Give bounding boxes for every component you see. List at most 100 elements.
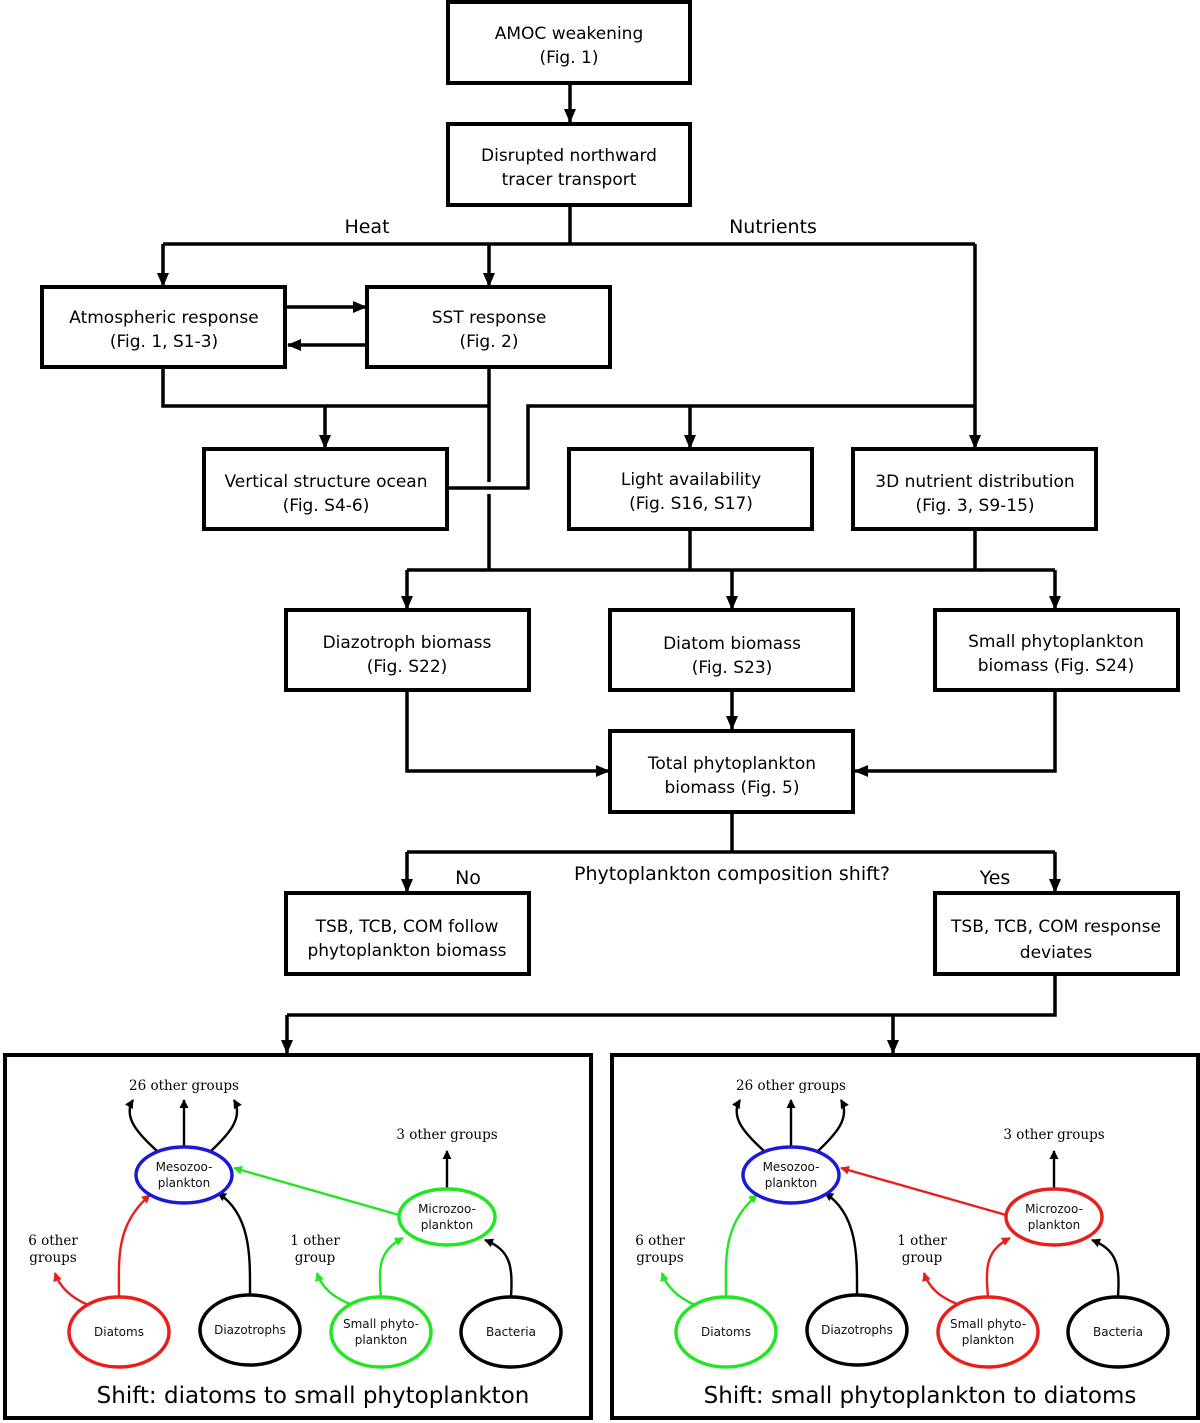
flow-diatoms-to-mesozoo bbox=[724, 1194, 758, 1298]
box-diatom-line1: Diatom biomass bbox=[663, 634, 801, 654]
node-smallphyto-label-line2: plankton bbox=[355, 1333, 408, 1347]
node-diazotrophs-label: Diazotrophs bbox=[214, 1323, 286, 1337]
node-bacteria-label: Bacteria bbox=[1093, 1325, 1143, 1339]
box-atmospheric: Atmospheric response (Fig. 1, S1-3) bbox=[40, 285, 287, 369]
node-bacteria-ellipse bbox=[459, 1295, 563, 1369]
panel-title: Shift: small phytoplankton to diatoms bbox=[704, 1383, 1137, 1409]
node-microzoo: Microzoo-plankton bbox=[397, 1187, 497, 1247]
label-diatoms-out-line1: 6 other bbox=[635, 1233, 685, 1249]
flow-smallphyto-to-microzoo bbox=[985, 1236, 1011, 1298]
node-mesozoo-ellipse bbox=[134, 1145, 234, 1205]
node-diazotrophs: Diazotrophs bbox=[198, 1293, 302, 1367]
label-mesozoo-out: 26 other groups bbox=[736, 1078, 846, 1094]
box-follow-line1: TSB, TCB, COM follow bbox=[315, 917, 499, 937]
box-smallphyto-line2: biomass (Fig. S24) bbox=[978, 656, 1135, 676]
label-microzoo-out: 3 other groups bbox=[396, 1127, 497, 1143]
node-microzoo-label-line2: plankton bbox=[421, 1218, 474, 1232]
label-smallphyto-out-line2: group bbox=[902, 1250, 943, 1266]
box-nutrient3d: 3D nutrient distribution (Fig. 3, S9-15) bbox=[851, 447, 1098, 531]
box-atmospheric-line2: (Fig. 1, S1-3) bbox=[110, 332, 218, 352]
node-bacteria: Bacteria bbox=[459, 1295, 563, 1369]
node-microzoo-label-line1: Microzoo- bbox=[1025, 1202, 1083, 1216]
box-nutrient3d-line1: 3D nutrient distribution bbox=[875, 472, 1074, 492]
node-diatoms-ellipse bbox=[67, 1295, 171, 1369]
box-deviates: TSB, TCB, COM response deviates bbox=[933, 891, 1180, 976]
node-mesozoo-label-line2: plankton bbox=[158, 1176, 211, 1190]
node-mesozoo: Mesozoo-plankton bbox=[134, 1145, 234, 1205]
node-mesozoo-label-line2: plankton bbox=[765, 1176, 818, 1190]
flow-smallphyto-out bbox=[922, 1272, 958, 1306]
box-follow-line2: phytoplankton biomass bbox=[307, 941, 506, 961]
box-amoc-line1: AMOC weakening bbox=[495, 24, 644, 44]
node-smallphyto-label-line1: Small phyto- bbox=[950, 1317, 1026, 1331]
node-mesozoo-ellipse bbox=[741, 1145, 841, 1205]
node-diazotrophs: Diazotrophs bbox=[805, 1293, 909, 1367]
flow-diatoms-to-mesozoo bbox=[117, 1194, 151, 1298]
box-diazotroph-line1: Diazotroph biomass bbox=[323, 633, 492, 653]
flow-diazotrophs-to-mesozoo bbox=[217, 1191, 252, 1296]
box-sst-line2: (Fig. 2) bbox=[460, 332, 519, 352]
node-smallphyto-ellipse bbox=[936, 1295, 1040, 1369]
node-bacteria-ellipse bbox=[1066, 1295, 1170, 1369]
label-smallphyto-out-line1: 1 other bbox=[897, 1233, 947, 1249]
label-diatoms-out-line2: groups bbox=[29, 1250, 77, 1266]
panel-small-phyto-to-diatoms: Mesozoo-planktonMicrozoo-planktonDiatoms… bbox=[610, 1053, 1200, 1420]
line-deviates-down bbox=[287, 975, 1057, 1017]
box-sst-line1: SST response bbox=[432, 308, 547, 328]
decision-question: Phytoplankton composition shift? bbox=[574, 863, 890, 885]
node-smallphyto-label-line1: Small phyto- bbox=[343, 1317, 419, 1331]
box-amoc-line2: (Fig. 1) bbox=[540, 48, 599, 68]
flow-bacteria-to-microzoo bbox=[1091, 1238, 1120, 1298]
box-total-line1: Total phytoplankton bbox=[647, 754, 816, 774]
box-amoc: AMOC weakening (Fig. 1) bbox=[446, 0, 692, 85]
node-microzoo-ellipse bbox=[397, 1187, 497, 1247]
node-microzoo-label-line2: plankton bbox=[1028, 1218, 1081, 1232]
box-light-line2: (Fig. S16, S17) bbox=[629, 494, 753, 514]
flow-microzoo-to-mesozoo bbox=[233, 1165, 400, 1217]
flow-smallphyto-out bbox=[315, 1272, 351, 1306]
node-smallphyto: Small phyto-plankton bbox=[936, 1295, 1040, 1369]
box-diatom-line2: (Fig. S23) bbox=[692, 658, 773, 678]
box-follow: TSB, TCB, COM follow phytoplankton bioma… bbox=[284, 891, 531, 976]
box-vertical-line2: (Fig. S4-6) bbox=[283, 496, 370, 516]
node-mesozoo: Mesozoo-plankton bbox=[741, 1145, 841, 1205]
box-vertical: Vertical structure ocean (Fig. S4-6) bbox=[202, 447, 449, 531]
node-diazotrophs-label: Diazotrophs bbox=[821, 1323, 893, 1337]
flow-diatoms-out bbox=[660, 1272, 696, 1307]
box-diazotroph: Diazotroph biomass (Fig. S22) bbox=[284, 608, 531, 692]
flow-mesozoo-out-right bbox=[210, 1099, 242, 1152]
line-atm-merge bbox=[161, 367, 489, 408]
box-nutrient3d-line2: (Fig. 3, S9-15) bbox=[915, 496, 1034, 516]
label-smallphyto-out-line1: 1 other bbox=[290, 1233, 340, 1249]
node-diatoms: Diatoms bbox=[67, 1295, 171, 1369]
node-smallphyto-ellipse bbox=[329, 1295, 433, 1369]
label-diatoms-out-line1: 6 other bbox=[28, 1233, 78, 1249]
node-diatoms: Diatoms bbox=[674, 1295, 778, 1369]
node-mesozoo-label-line1: Mesozoo- bbox=[763, 1160, 820, 1174]
box-light: Light availability (Fig. S16, S17) bbox=[567, 447, 814, 531]
arrow-smallphyto-to-total bbox=[854, 691, 1057, 777]
box-diatom: Diatom biomass (Fig. S23) bbox=[608, 608, 855, 692]
box-total-line2: biomass (Fig. 5) bbox=[665, 778, 800, 798]
no-label: No bbox=[455, 867, 481, 889]
label-smallphyto-out-line2: group bbox=[295, 1250, 336, 1266]
flow-microzoo-to-mesozoo bbox=[840, 1165, 1007, 1217]
label-diatoms-out-line2: groups bbox=[636, 1250, 684, 1266]
flow-mesozoo-out-right bbox=[817, 1099, 849, 1152]
flow-mesozoo-out-left bbox=[124, 1099, 158, 1152]
node-smallphyto-label-line2: plankton bbox=[962, 1333, 1015, 1347]
nutrients-label: Nutrients bbox=[729, 216, 817, 238]
node-microzoo: Microzoo-plankton bbox=[1004, 1187, 1104, 1247]
node-diatoms-ellipse bbox=[674, 1295, 778, 1369]
line-vertical-to-bus bbox=[448, 404, 975, 490]
flow-diatoms-out bbox=[53, 1272, 89, 1307]
box-disrupted-line2: tracer transport bbox=[502, 170, 637, 190]
node-diazotrophs-ellipse bbox=[198, 1293, 302, 1367]
node-bacteria: Bacteria bbox=[1066, 1295, 1170, 1369]
label-microzoo-out: 3 other groups bbox=[1003, 1127, 1104, 1143]
flow-diazotrophs-to-mesozoo bbox=[824, 1191, 859, 1296]
box-vertical-line1: Vertical structure ocean bbox=[225, 472, 428, 492]
node-microzoo-label-line1: Microzoo- bbox=[418, 1202, 476, 1216]
flow-smallphyto-to-microzoo bbox=[378, 1236, 404, 1298]
node-diatoms-label: Diatoms bbox=[701, 1325, 751, 1339]
